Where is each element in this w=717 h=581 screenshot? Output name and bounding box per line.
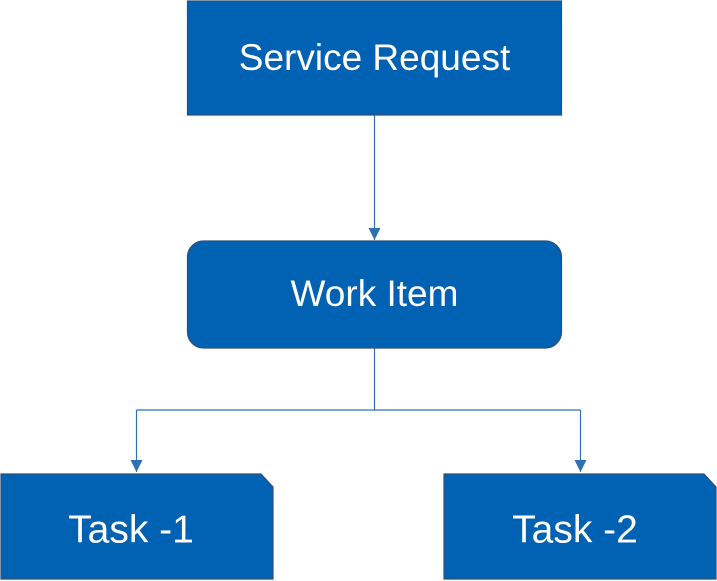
node-service-request-label: Service Request [239, 37, 511, 78]
node-task-1: Task -1 [0, 473, 274, 580]
node-work-item: Work Item [186, 240, 563, 349]
node-task-2: Task -2 [443, 473, 717, 580]
node-task-2-box [443, 473, 717, 580]
node-task-1-label: Task -1 [68, 508, 194, 551]
arrowhead-work-item [368, 228, 381, 240]
node-work-item-box [186, 240, 563, 349]
node-task-1-box [0, 473, 274, 580]
node-service-request: Service Request [186, 0, 563, 116]
arrowhead-task-1 [130, 460, 143, 472]
node-service-request-box [186, 0, 563, 116]
connectors [130, 115, 587, 472]
node-work-item-label: Work Item [291, 273, 459, 314]
node-task-2-label: Task -2 [512, 508, 638, 551]
arrowhead-task-2 [574, 460, 587, 472]
